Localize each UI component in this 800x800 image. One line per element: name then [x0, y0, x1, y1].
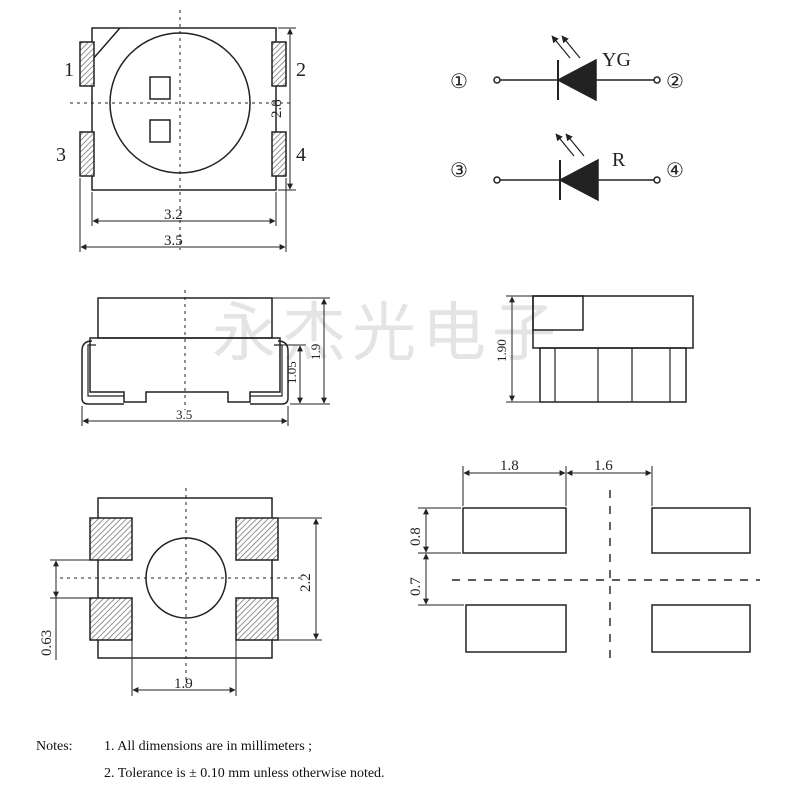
- dim-text-1-6: 1.6: [594, 458, 613, 474]
- top-view-chamfer: [91, 27, 121, 61]
- top-view-pad-2: [271, 41, 287, 87]
- led-schematic: [493, 35, 661, 202]
- note-item-1: 1. All dimensions are in millimeters ;: [104, 739, 313, 754]
- top-view-chip-2: [149, 119, 171, 143]
- bottom-view-pad-1: [89, 517, 133, 561]
- schematic-pin-2: ②: [666, 71, 684, 93]
- bottom-view-pad-3: [89, 597, 133, 641]
- schematic-node-3: [493, 176, 501, 184]
- note-item-2: 2. Tolerance is ± 0.10 mm unless otherwi…: [104, 766, 385, 781]
- schematic-pin-4: ④: [666, 160, 684, 182]
- end-view-body: [539, 347, 687, 403]
- watermark: 永杰光电子: [212, 297, 562, 371]
- dim-text-3-2: 3.2: [164, 207, 183, 223]
- led-yg-emission-arrow-2: [561, 35, 581, 59]
- top-view-chip-1: [149, 76, 171, 100]
- pin-label-1: 1: [64, 59, 74, 81]
- led-r-emission-arrow-1: [555, 133, 575, 157]
- footprint-pad-4: [651, 604, 751, 653]
- dim-text-3-5-top: 3.5: [164, 233, 183, 249]
- schematic-pin-3: ③: [450, 160, 468, 182]
- led-r-emission-arrow-2: [565, 133, 585, 157]
- top-view-pad-4: [271, 131, 287, 177]
- dim-text-2-2: 2.2: [298, 573, 314, 592]
- pin-label-4: 4: [296, 144, 306, 166]
- dim-text-1-9: 1.9: [308, 344, 323, 360]
- led-r-triangle: [558, 158, 599, 202]
- dim-text-0-7: 0.7: [408, 577, 424, 596]
- schematic-node-2: [653, 76, 661, 84]
- led-label-r: R: [612, 149, 626, 171]
- dim-text-2-8: 2.8: [269, 99, 285, 118]
- led-label-yg: YG: [602, 49, 631, 71]
- top-view-pad-3: [79, 131, 95, 177]
- notes-heading: Notes:: [36, 739, 73, 754]
- bottom-view: [50, 488, 322, 696]
- dim-text-1-9-bottom: 1.9: [174, 676, 193, 692]
- bottom-view-pad-2: [235, 517, 279, 561]
- end-view-notch: [532, 295, 584, 331]
- footprint-pad-3: [465, 604, 567, 653]
- side-view-lead-left: [81, 340, 124, 405]
- note-row-1: Notes: 1. All dimensions are in millimete…: [36, 733, 756, 760]
- schematic-pin-1: ①: [450, 71, 468, 93]
- dim-text-0-8: 0.8: [408, 527, 424, 546]
- dim-text-1-05: 1.05: [284, 361, 299, 384]
- side-view-body: [89, 337, 281, 403]
- dim-text-3-5-side: 3.5: [176, 407, 192, 422]
- led-yg-emission-arrow-1: [551, 35, 571, 59]
- bottom-view-pad-4: [235, 597, 279, 641]
- schematic-node-1: [493, 76, 501, 84]
- pin-label-3: 3: [56, 144, 66, 166]
- top-view-pad-1: [79, 41, 95, 87]
- schematic-node-4: [653, 176, 661, 184]
- end-view: [506, 295, 694, 403]
- led-yg-triangle: [556, 58, 597, 102]
- pcb-footprint: [418, 466, 760, 664]
- dim-text-1-8: 1.8: [500, 458, 519, 474]
- side-view-lead-right: [250, 340, 289, 405]
- pin-label-2: 2: [296, 59, 306, 81]
- note-row-2: 2. Tolerance is ± 0.10 mm unless otherwi…: [36, 760, 756, 787]
- notes-block: Notes: 1. All dimensions are in millimete…: [36, 733, 756, 787]
- footprint-pad-2: [651, 507, 751, 554]
- side-view: [81, 290, 330, 426]
- top-view-body: [91, 27, 277, 191]
- dim-text-1-90: 1.90: [494, 339, 509, 362]
- top-view: [70, 10, 296, 252]
- dim-text-0-63: 0.63: [39, 630, 55, 656]
- footprint-pad-1: [462, 507, 567, 554]
